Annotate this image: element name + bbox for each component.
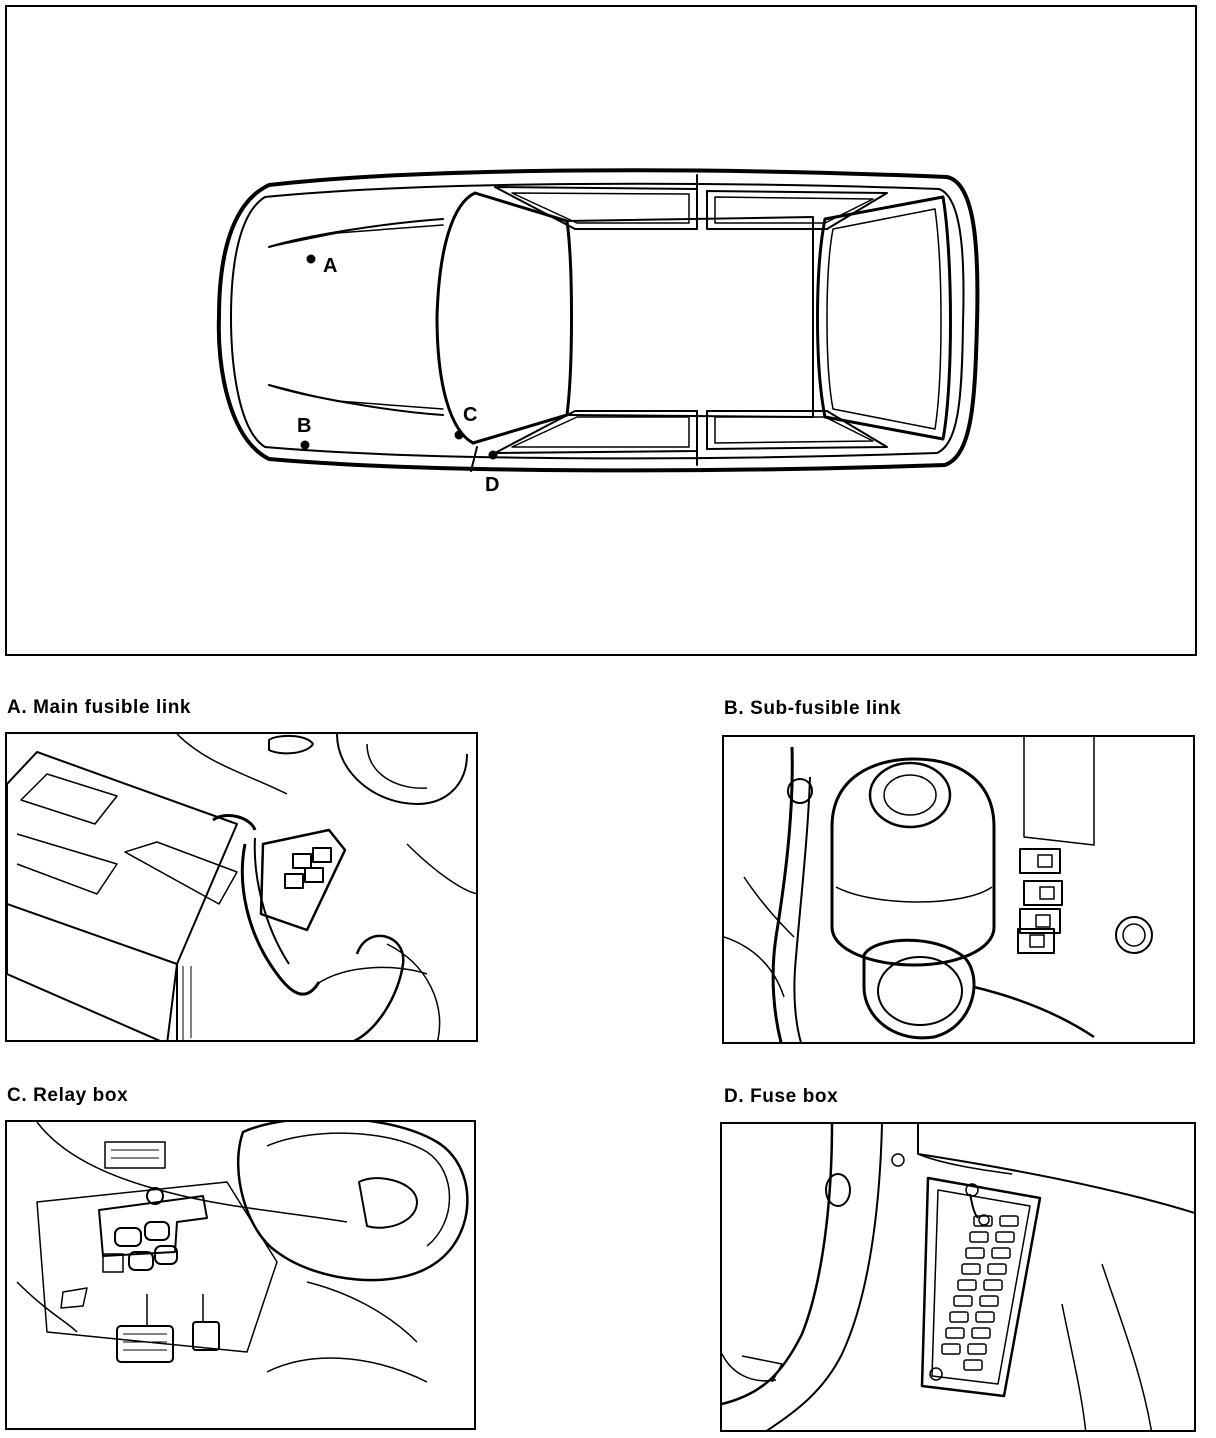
caption-relay-box: C. Relay box <box>7 1085 129 1106</box>
sub-fusible-link-illustration <box>722 735 1195 1044</box>
marker-label-d: D <box>485 474 499 496</box>
fuse-box <box>920 1176 1042 1398</box>
marker-dot-c <box>454 430 464 440</box>
marker-label-a: A <box>323 255 337 277</box>
marker-label-b: B <box>297 415 311 437</box>
relay-box <box>98 1187 208 1273</box>
fusible-link-box <box>259 828 347 932</box>
reservoir-tank <box>830 757 996 967</box>
caption-fuse-box: D. Fuse box <box>724 1086 839 1107</box>
marker-dot-a <box>306 254 316 264</box>
pedals <box>116 1294 220 1363</box>
caption-main-fusible-link: A. Main fusible link <box>7 697 192 718</box>
relay-box-illustration <box>5 1120 476 1430</box>
bolt-hole <box>1115 916 1153 954</box>
car-location-diagram: A B C D <box>5 5 1197 656</box>
marker-dot-b <box>300 440 310 450</box>
windshield <box>435 191 573 445</box>
sub-fusible-links <box>1017 848 1063 954</box>
caption-sub-fusible-link: B. Sub-fusible link <box>724 698 902 719</box>
car-body-outline <box>216 168 980 473</box>
roof <box>566 216 814 418</box>
marker-label-c: C <box>463 404 477 426</box>
steering-wheel <box>236 1122 469 1282</box>
car-top-view-drawing <box>216 168 980 473</box>
filler-cap <box>862 938 976 1040</box>
battery-outline <box>7 751 238 965</box>
main-fusible-link-illustration <box>5 732 478 1042</box>
fuse-box-illustration <box>720 1122 1196 1432</box>
marker-dot-d <box>488 450 498 460</box>
rear-window <box>816 195 952 441</box>
pillar-hole <box>825 1173 851 1207</box>
